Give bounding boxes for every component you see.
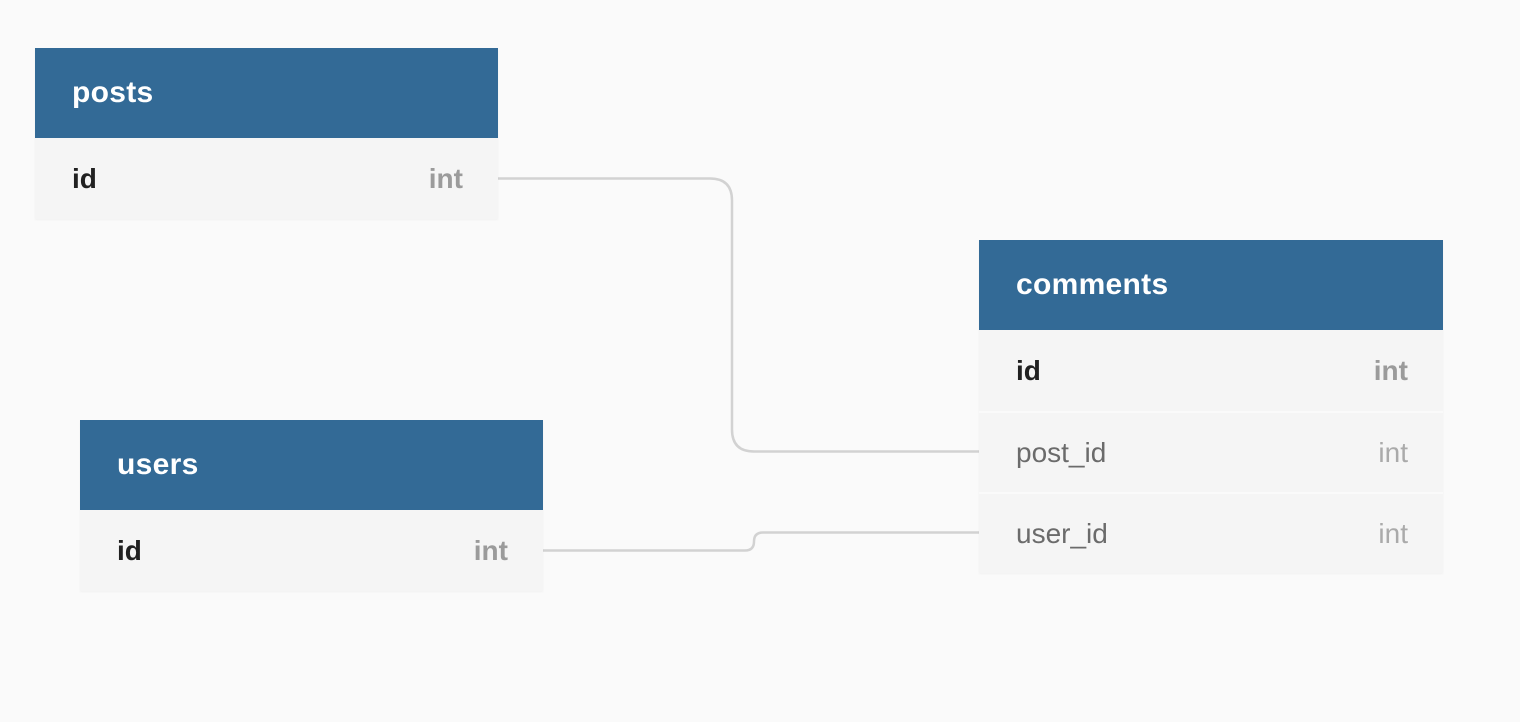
table-comments[interactable]: comments id int post_id int user_id int <box>979 240 1443 573</box>
table-posts-row-id[interactable]: id int <box>35 138 498 219</box>
relationship-line-posts-comments[interactable] <box>498 177 979 453</box>
table-users[interactable]: users id int <box>80 420 543 591</box>
table-comments-header[interactable]: comments <box>979 240 1443 330</box>
table-posts-header[interactable]: posts <box>35 48 498 138</box>
column-name: id <box>1016 354 1041 386</box>
relationship-line-users-comments[interactable] <box>543 531 979 552</box>
table-comments-row-user-id[interactable]: user_id int <box>979 492 1443 573</box>
column-name: id <box>117 534 142 566</box>
table-comments-row-id[interactable]: id int <box>979 330 1443 411</box>
column-name: id <box>72 162 97 194</box>
table-comments-title: comments <box>1016 268 1169 301</box>
table-users-title: users <box>117 448 199 481</box>
column-type: int <box>1378 517 1408 549</box>
table-posts-title: posts <box>72 76 154 109</box>
column-type: int <box>428 162 463 194</box>
table-comments-row-post-id[interactable]: post_id int <box>979 411 1443 492</box>
column-type: int <box>1373 354 1408 386</box>
column-name: user_id <box>1016 517 1108 549</box>
table-posts[interactable]: posts id int <box>35 48 498 219</box>
column-type: int <box>1378 436 1408 468</box>
table-users-row-id[interactable]: id int <box>80 510 543 591</box>
table-users-header[interactable]: users <box>80 420 543 510</box>
column-name: post_id <box>1016 436 1107 468</box>
column-type: int <box>473 534 508 566</box>
